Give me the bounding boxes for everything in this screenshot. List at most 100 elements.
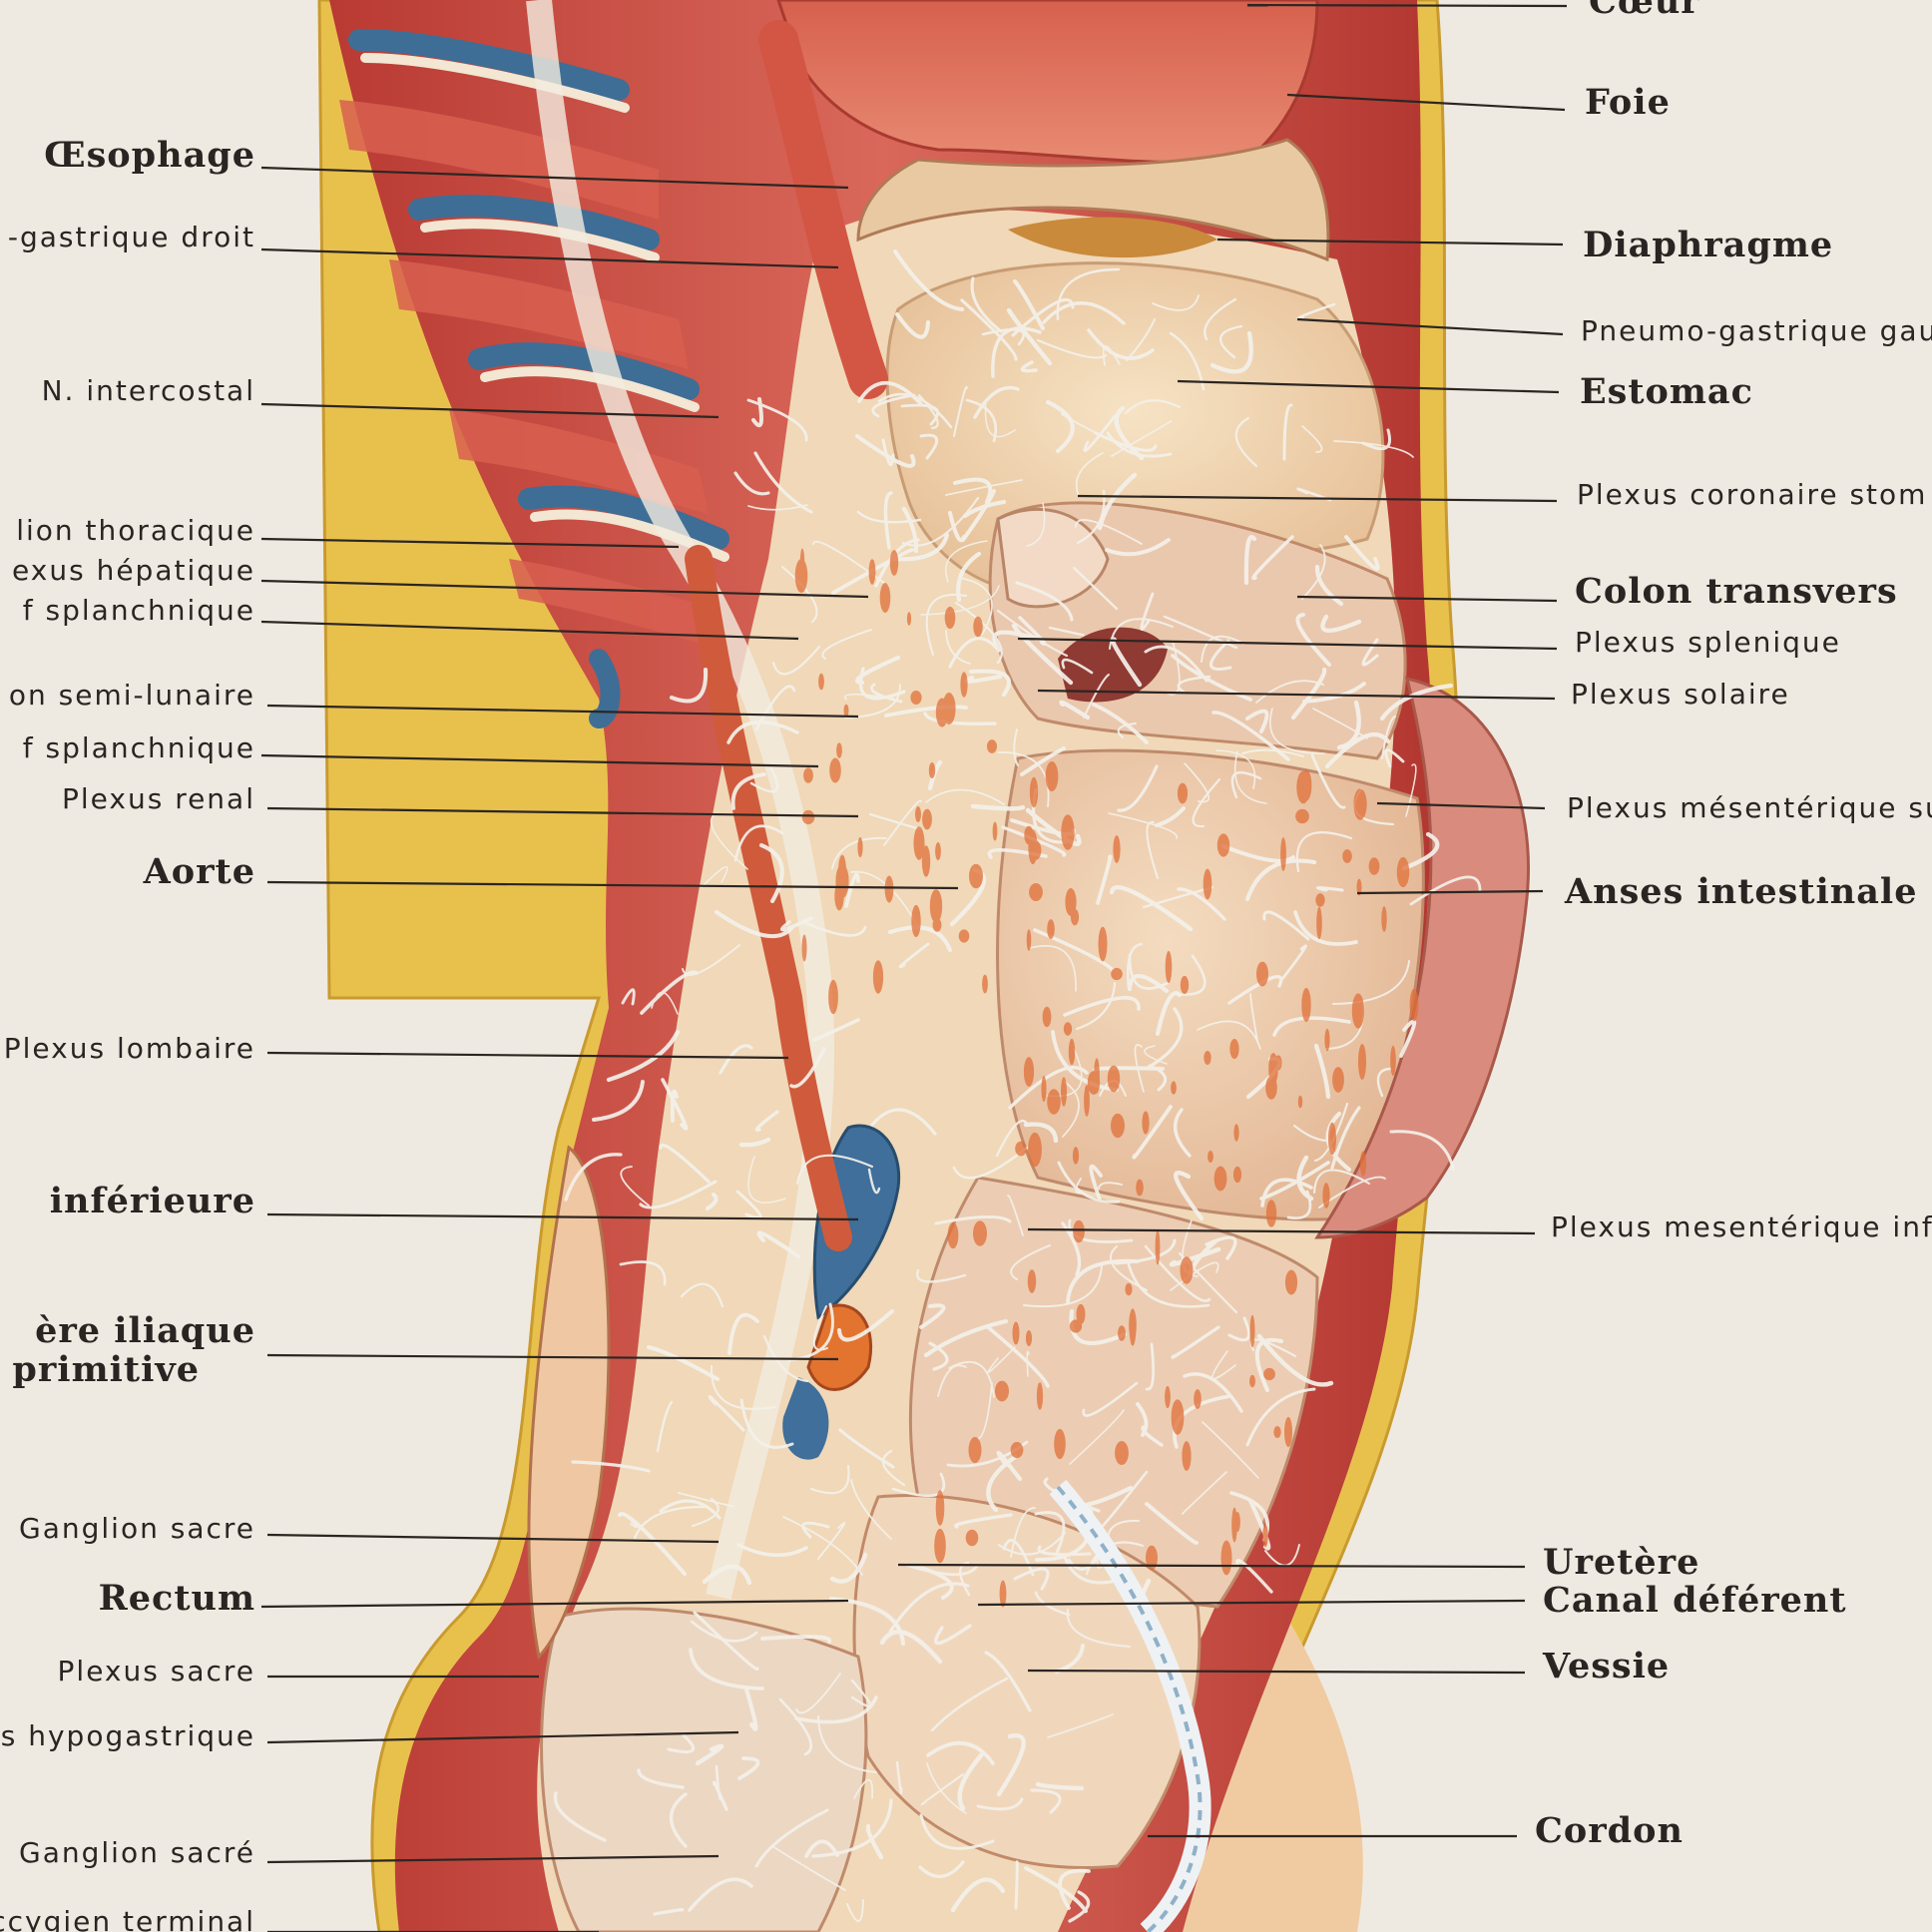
nerve-strand (991, 326, 1042, 378)
label-ganglion-thoracique: lion thoracique (16, 514, 255, 547)
nerve-strand (1262, 910, 1310, 941)
vessel-speckle (1182, 1441, 1192, 1471)
nerve-strand (883, 491, 893, 550)
nerve-strand (751, 397, 763, 428)
nerve-strand (934, 1624, 972, 1646)
vessel-speckle (1396, 856, 1410, 888)
nerve-strand (680, 1282, 724, 1308)
vessel-speckle (1177, 782, 1189, 804)
vessel-speckle (868, 559, 876, 585)
nerve-strand (1249, 993, 1258, 1042)
nerve-strand (977, 1382, 993, 1440)
label-petit-splanchnique: f splanchnique (22, 731, 255, 764)
nerve-strand (1401, 831, 1440, 871)
nerve-strand (812, 1018, 860, 1042)
nerve-strand (1029, 945, 1077, 992)
diaphragm (856, 138, 1330, 262)
nerve-strand (865, 1823, 884, 1860)
nerve-strand (923, 1318, 1009, 1358)
nerve-strand (1020, 746, 1066, 776)
nerve-strand (1036, 338, 1108, 359)
nerve-strand (656, 1400, 674, 1453)
nerve-strand (1096, 854, 1113, 905)
nerve-strand (1336, 700, 1361, 750)
nerve-strand (1030, 1788, 1062, 1814)
nerve-strand (1082, 1381, 1139, 1417)
vessel-speckle (1295, 808, 1309, 824)
nerve-strand (640, 970, 699, 1015)
nerve-strand (920, 1773, 964, 1806)
vessel-speckle (818, 673, 824, 691)
leader-line (266, 1533, 720, 1544)
label-cordon: Cordon (1535, 1810, 1684, 1851)
vessel-speckle (1273, 1426, 1281, 1438)
leader-line (260, 247, 839, 269)
nerve-strand (621, 988, 636, 1006)
nerve-strand (888, 1582, 970, 1634)
nerve-strand (553, 1791, 607, 1842)
nerve-strand (916, 1268, 967, 1283)
nerve-strand (1245, 1387, 1316, 1447)
nerve-strand (1108, 812, 1178, 839)
nerve-strand (1324, 731, 1391, 769)
nerve-strand (1230, 770, 1262, 799)
nerve-strand (950, 1877, 1006, 1913)
label-grand-splanchnique: f splanchnique (22, 594, 255, 627)
nerve-strand (618, 1512, 687, 1576)
vessel-speckle (1115, 1441, 1129, 1465)
vessel-speckle (1390, 1045, 1396, 1077)
nerve-strand (1227, 975, 1283, 1005)
nerve-strand (954, 1513, 1013, 1529)
vessel-speckle (928, 762, 936, 778)
vessel-speckle (1029, 776, 1039, 808)
vessel-speckle (1012, 1321, 1020, 1345)
vessel-speckle (965, 1529, 979, 1547)
nerve-strand (730, 772, 766, 810)
label-veine-cave-inferieure: inférieure (49, 1181, 255, 1221)
heart (776, 0, 1319, 165)
leader-line (260, 537, 680, 549)
nerve-strand (1209, 330, 1253, 374)
vessel-speckle (1027, 1269, 1037, 1293)
nerve-strand (934, 1214, 1012, 1225)
vessel-speckle (911, 904, 921, 938)
nerve-strand (1117, 764, 1159, 812)
nerve-strand (710, 812, 748, 870)
nerve-strand (1069, 1308, 1128, 1345)
nerve-strand (1057, 1161, 1121, 1204)
vessel-speckle (1118, 1325, 1126, 1341)
vessel-speckle (1026, 929, 1032, 951)
vessel-speckle (1129, 1308, 1137, 1342)
nerve-strand (883, 799, 922, 846)
sympathetic-chain (526, 0, 835, 1600)
vessel-speckle (1029, 883, 1043, 901)
nerve-strand (1062, 1553, 1122, 1585)
nerve-strand (1007, 1195, 1024, 1236)
nerve-strand (1269, 708, 1325, 754)
vessel-speckle (1028, 1132, 1042, 1168)
nerve-strand (996, 1450, 1023, 1482)
nerve-strand (1384, 748, 1405, 768)
nerve-strand (693, 1611, 759, 1672)
vessel-speckle (1316, 906, 1322, 940)
nerve-strand (1145, 1342, 1155, 1391)
nerve-strand (992, 630, 1040, 653)
vessel-speckle (1180, 1256, 1194, 1284)
vessel-speckle (1065, 888, 1077, 916)
nerve-strand (1167, 640, 1181, 696)
nerve-strand (1026, 1350, 1030, 1377)
nerve-strand (1405, 763, 1417, 817)
vessel-speckle (843, 704, 849, 718)
vessel-speckle (801, 809, 815, 825)
nerve-strand (812, 1305, 828, 1351)
nerve-strand (1256, 1333, 1334, 1387)
vessel-speckle (829, 757, 841, 783)
nerve-strand (1075, 1178, 1083, 1195)
leader-line (1077, 494, 1558, 503)
nerve-strand (1320, 614, 1362, 634)
vessel-speckle (1113, 835, 1121, 863)
vessel-speckle (1171, 1399, 1185, 1435)
nerve-strand (1315, 885, 1344, 892)
vessel-speckle (1358, 1044, 1366, 1080)
nerve-strand (778, 1697, 813, 1756)
